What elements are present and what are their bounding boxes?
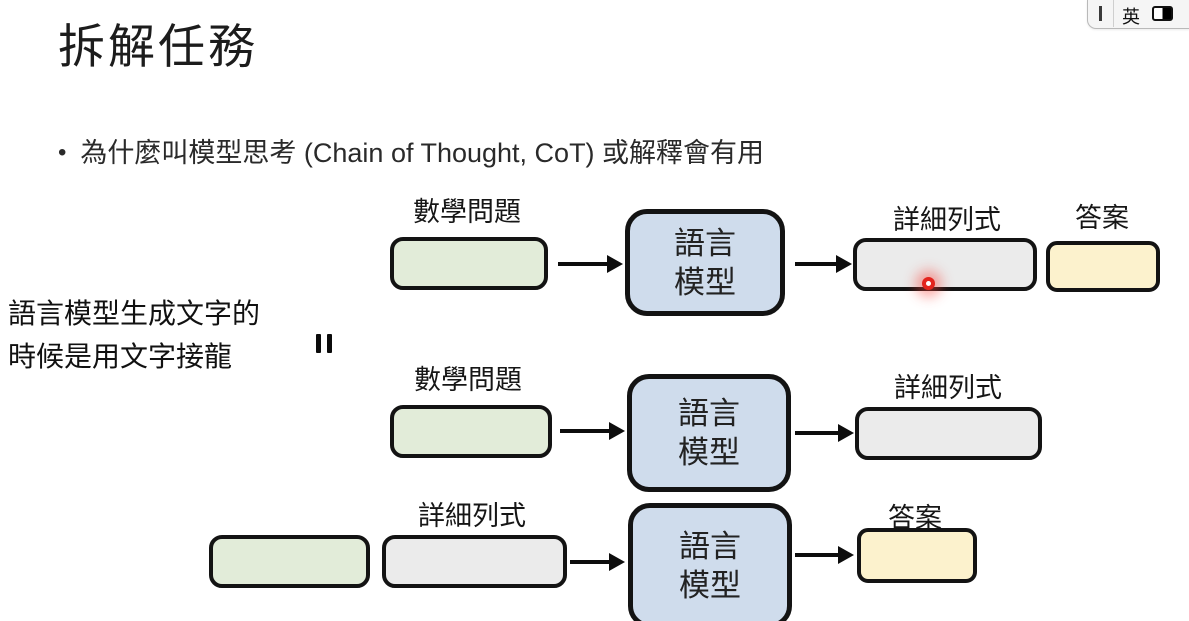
ime-divider	[1113, 0, 1114, 27]
row1-input-box	[390, 237, 548, 290]
model-label-line1: 語言	[679, 528, 741, 564]
row3-context-box	[382, 535, 567, 588]
model-label-line1: 語言	[674, 225, 736, 261]
row2-output-label: 詳細列式	[894, 373, 1002, 403]
row1-answer-label: 答案	[1075, 203, 1129, 233]
row1-arrow-out	[795, 255, 852, 273]
model-label-line2: 模型	[679, 567, 741, 603]
row3-arrow-out	[795, 546, 854, 564]
bullet-dot: •	[58, 139, 67, 166]
page-title: 拆解任務	[58, 20, 258, 73]
row3-language-model-box: 語言 模型	[628, 503, 792, 621]
row2-language-model-box: 語言 模型	[627, 374, 791, 492]
side-note-line-1: 語言模型生成文字的	[8, 298, 261, 329]
row3-arrow-in	[570, 553, 625, 571]
ime-cursor-bar	[1099, 6, 1102, 21]
model-label-line2: 模型	[678, 435, 740, 470]
model-label-line1: 語言	[678, 396, 740, 431]
bullet-text: 為什麼叫模型思考 (Chain of Thought, CoT) 或解釋會有用	[80, 138, 765, 168]
bullet-line: • 為什麼叫模型思考 (Chain of Thought, CoT) 或解釋會有…	[58, 131, 764, 170]
ime-language-indicator[interactable]: 英	[1087, 0, 1189, 29]
row1-output-label: 詳細列式	[893, 205, 1001, 235]
side-note: 語言模型生成文字的 時候是用文字接龍	[8, 292, 260, 378]
row3-input-box	[209, 535, 370, 588]
row2-output-box	[855, 407, 1042, 460]
row1-output-box	[853, 238, 1037, 291]
row1-arrow-in	[558, 255, 623, 273]
row2-input-label: 數學問題	[414, 365, 522, 395]
row1-language-model-box: 語言 模型	[625, 209, 785, 316]
laser-pointer-dot	[922, 277, 935, 290]
side-note-line-2: 時候是用文字接龍	[8, 341, 233, 372]
row2-arrow-in	[560, 422, 625, 440]
pause-icon	[316, 334, 332, 353]
row2-input-box	[390, 405, 552, 458]
row1-answer-box	[1046, 241, 1160, 292]
row3-context-label: 詳細列式	[418, 501, 526, 531]
keyboard-layout-icon[interactable]	[1152, 6, 1173, 21]
row1-input-label: 數學問題	[413, 197, 521, 227]
model-label-line2: 模型	[674, 264, 736, 300]
row3-answer-box	[857, 528, 977, 583]
ime-language-label[interactable]: 英	[1122, 7, 1140, 27]
row2-arrow-out	[795, 424, 854, 442]
